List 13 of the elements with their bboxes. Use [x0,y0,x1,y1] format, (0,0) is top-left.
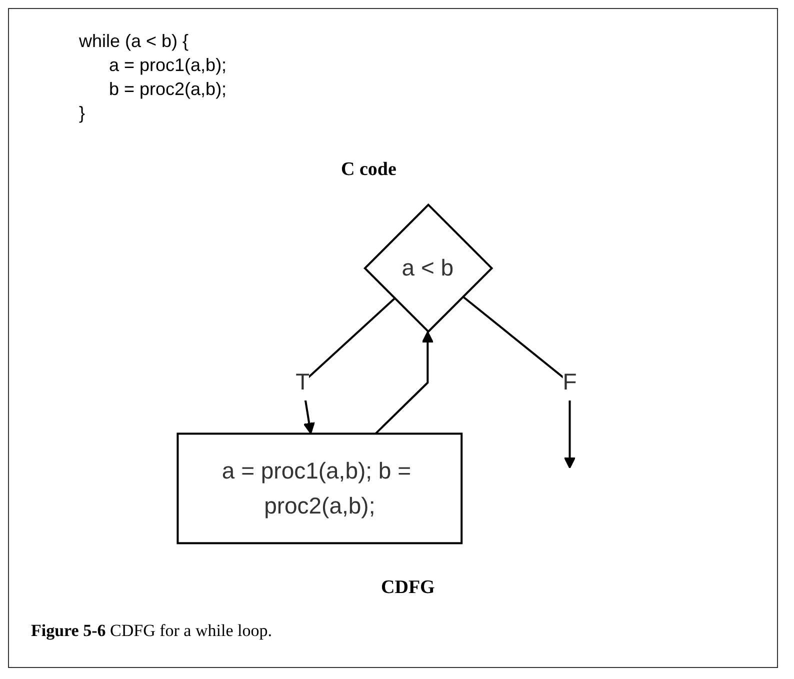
node-box: a = proc1(a,b); b = proc2(a,b); [176,432,463,544]
node-diamond: a < b [364,203,494,334]
edge-label: F [562,369,577,396]
arrow [462,296,576,469]
code-line: b = proc2(a,b); [109,78,227,101]
code-line: a = proc1(a,b); [109,54,227,77]
section-heading: C code [341,159,396,181]
arrow [374,331,434,434]
code-line: while (a < b) { [79,30,189,53]
section-heading: CDFG [381,577,435,599]
code-line: } [79,102,86,125]
figure-caption: Figure 5-6 CDFG for a while loop. [31,621,272,641]
edge-label: T [296,369,310,396]
